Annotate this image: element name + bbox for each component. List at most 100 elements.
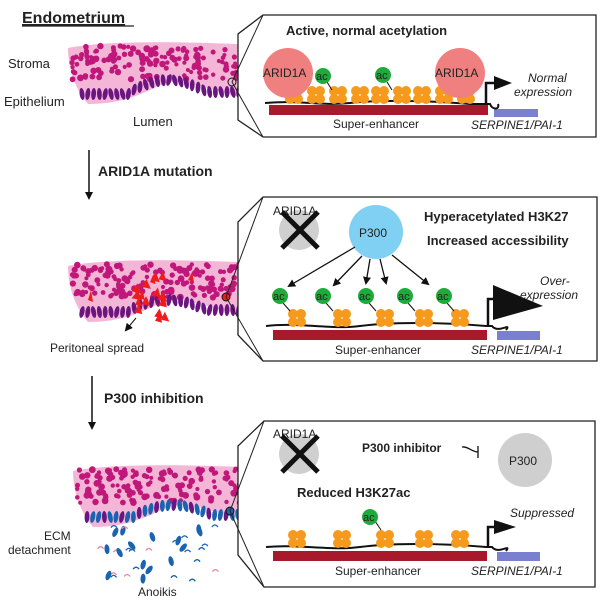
histone	[307, 94, 317, 104]
epithelial-cell	[119, 511, 125, 523]
stroma-cell	[98, 483, 105, 491]
dna-strand	[265, 322, 509, 331]
stroma-cell	[106, 470, 113, 476]
stroma-cell	[144, 274, 150, 280]
stroma-cell	[195, 61, 201, 67]
stroma-cell	[167, 288, 175, 296]
p300-arrows	[287, 246, 430, 288]
stroma-cell	[186, 483, 193, 489]
stroma-cell	[89, 73, 96, 80]
tissue-normal	[68, 42, 247, 104]
expression-over-2: expression	[520, 288, 578, 302]
stroma-cell	[121, 51, 128, 57]
stroma-cell	[230, 280, 237, 287]
epithelial-cell	[217, 509, 223, 521]
epithelial-cell	[189, 298, 195, 311]
stroma-cell	[208, 495, 215, 502]
stroma-cell	[211, 471, 217, 476]
stroma-cell	[144, 267, 150, 273]
histone	[341, 309, 351, 319]
stroma-cell	[175, 482, 182, 489]
stroma-cell	[90, 67, 97, 75]
arid1a-protein-left	[263, 48, 313, 98]
epithelial-cell	[230, 86, 236, 98]
invasive-cell	[134, 304, 143, 315]
arid1a-label: ARID1A	[273, 204, 316, 218]
stroma-cell	[169, 54, 176, 61]
epithelial-cell	[142, 504, 148, 517]
stroma-background	[73, 465, 252, 527]
epithelial-cell	[177, 499, 183, 512]
histone	[359, 94, 369, 104]
stroma-cell	[139, 66, 146, 73]
epithelial-cell	[212, 304, 218, 316]
histone	[296, 538, 306, 548]
stroma-cell	[184, 49, 190, 54]
invasive-cell	[161, 311, 170, 322]
stroma-cell	[156, 494, 162, 500]
epithelial-cell	[154, 501, 160, 514]
histone	[423, 309, 433, 319]
stroma-cell	[130, 499, 137, 507]
stroma-cell	[79, 52, 85, 58]
histone	[459, 538, 469, 548]
label-epithelium: Epithelium	[4, 94, 65, 109]
stroma-cell	[211, 479, 217, 484]
cell-fragment	[198, 547, 206, 551]
stroma-cell	[222, 475, 228, 481]
stroma-cell	[204, 488, 211, 495]
apoptotic-cell	[116, 548, 123, 558]
nucleosome	[371, 86, 389, 104]
stroma-cell	[84, 276, 89, 281]
stroma-cell	[70, 65, 75, 70]
stroma-cell	[96, 282, 101, 287]
stroma-cell	[176, 56, 182, 61]
zoom-line-top	[225, 196, 264, 298]
epithelial-cell	[212, 86, 218, 98]
ac-tether	[407, 302, 416, 312]
stroma-cell	[107, 266, 113, 272]
histone	[376, 538, 386, 548]
epithelial-cell	[206, 507, 212, 520]
nucleosome	[451, 309, 469, 327]
epithelial-cell	[218, 304, 224, 316]
stroma-cell	[88, 466, 96, 474]
histone	[384, 530, 394, 540]
stroma-cell	[111, 57, 118, 63]
epithelial-cell	[143, 78, 149, 91]
anoikis-cluster	[97, 524, 219, 584]
stroma-cell	[70, 55, 76, 61]
histone	[393, 86, 403, 96]
stroma-cell	[149, 475, 154, 480]
cell-fragment	[110, 524, 118, 529]
stroma-cell	[216, 58, 221, 64]
stroma-cell	[228, 480, 235, 487]
stroma-cell	[203, 74, 209, 80]
ac-label: ac	[437, 291, 449, 303]
stroma-cell	[200, 55, 206, 61]
stroma-cell	[185, 68, 190, 72]
stroma-cell	[130, 474, 135, 479]
epithelial-cell	[178, 295, 184, 308]
expression-suppressed: Suppressed	[510, 506, 574, 520]
nucleosome	[393, 86, 411, 104]
stroma-cell	[106, 475, 113, 482]
stroma-cell	[212, 485, 217, 490]
histone	[443, 94, 453, 104]
invasive-cell	[188, 272, 194, 282]
epithelial-cell	[90, 511, 96, 523]
ac-circle	[358, 288, 374, 304]
epithelial-cell	[154, 75, 160, 88]
nucleosome	[307, 86, 325, 104]
stroma-cell	[159, 54, 164, 59]
inhibition-bar-icon	[461, 446, 479, 458]
zoom-line-bottom	[231, 81, 264, 138]
stroma-cell	[79, 473, 86, 480]
histone	[415, 309, 425, 319]
epithelial-cell	[91, 88, 97, 100]
stroma-cell	[86, 490, 92, 496]
stroma-cell	[84, 479, 90, 485]
nucleosome	[451, 530, 469, 548]
ac-circle	[315, 288, 331, 304]
arid1a-label-left: ARID1A	[263, 66, 306, 80]
